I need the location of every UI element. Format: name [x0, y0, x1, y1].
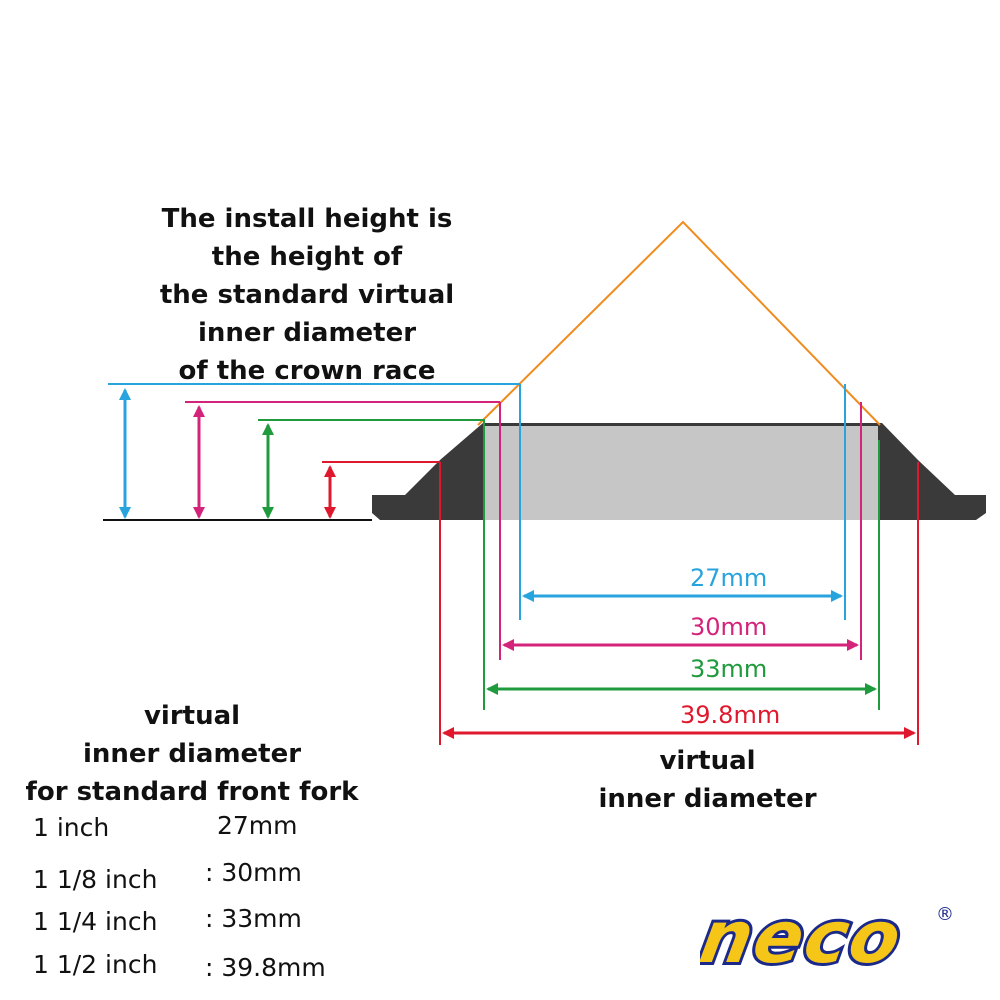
- dim-label-27mm: 27mm: [690, 564, 768, 592]
- logo-wordmark: neco: [700, 900, 909, 980]
- dim-label-33mm: 33mm: [690, 655, 768, 683]
- virtual-cone-line: [477, 220, 881, 426]
- neco-logo: neco ®: [700, 900, 954, 980]
- dim-label-39-8mm: 39.8mm: [680, 701, 781, 729]
- spec-size-1: 1 inch: [33, 813, 110, 842]
- note-line: the height of: [211, 242, 403, 272]
- standard-fork-caption: virtual inner diameter for standard fron…: [18, 697, 366, 811]
- spec-size-3: 1 1/4 inch: [33, 907, 158, 936]
- caption-line: virtual: [143, 701, 241, 731]
- caption-line: for standard front fork: [25, 777, 359, 807]
- note-line: of the crown race: [178, 356, 436, 386]
- virtual-inner-diameter-caption: virtual inner diameter: [590, 742, 825, 818]
- spec-value-4: : 39.8mm: [205, 953, 326, 982]
- dim-label-30mm: 30mm: [690, 613, 768, 641]
- caption-line: inner diameter: [82, 739, 302, 769]
- spec-size-4: 1 1/2 inch: [33, 950, 158, 979]
- registered-mark: ®: [936, 904, 954, 925]
- spec-size-2: 1 1/8 inch: [33, 865, 158, 894]
- note-line: inner diameter: [197, 318, 417, 348]
- spec-value-3: : 33mm: [205, 904, 302, 933]
- install-height-note: The install height is the height of the …: [157, 200, 457, 390]
- caption-line: inner diameter: [598, 784, 817, 814]
- spec-value-2: : 30mm: [205, 858, 302, 887]
- note-line: The install height is: [161, 204, 453, 234]
- caption-line: virtual: [659, 746, 756, 776]
- crown-race-inner-face: [484, 426, 878, 520]
- note-line: the standard virtual: [159, 280, 455, 310]
- spec-value-1: 27mm: [217, 811, 298, 840]
